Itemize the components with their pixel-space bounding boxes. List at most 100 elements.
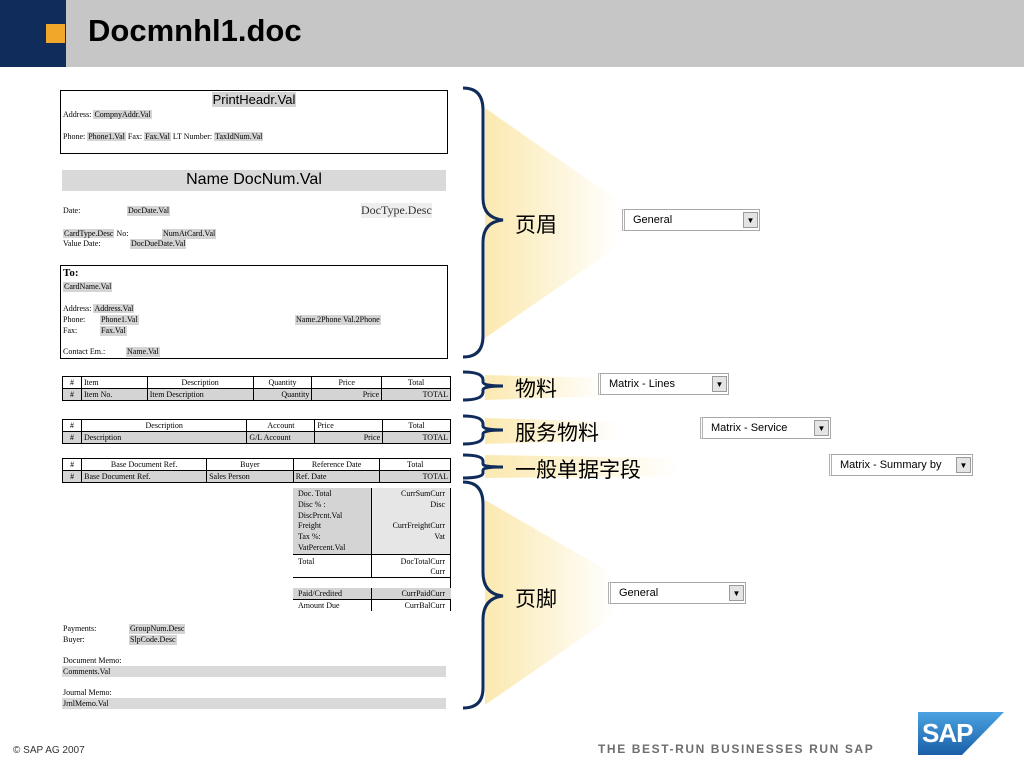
callout-graphics [462, 86, 680, 710]
doc-total-field: DocTotalCurr [400, 557, 445, 566]
section-label-footer: 页脚 [515, 587, 557, 611]
contact-field: Name.Val [126, 347, 160, 357]
summary-field-baseref: Base Document Ref. [81, 470, 208, 483]
tax-label: Tax %: [298, 532, 321, 541]
disc-field: Disc [430, 500, 445, 509]
chevron-down-icon[interactable]: ▼ [956, 457, 971, 473]
disc-prcnt-field: DiscPrcnt.Val [298, 511, 343, 520]
doc-total-curr-field: Curr [430, 567, 445, 576]
header-layout-dropdown[interactable]: General ▼ [622, 209, 760, 231]
service-dropdown-value: Matrix - Service [711, 422, 788, 434]
service-header-num: # [62, 419, 82, 432]
to-label: To: [63, 267, 79, 279]
items-layout-dropdown[interactable]: Matrix - Lines ▼ [598, 373, 729, 395]
paid-field: CurrPaidCurr [401, 589, 445, 598]
summary-header-refdate: Reference Date [292, 458, 381, 471]
chevron-down-icon[interactable]: ▼ [729, 585, 744, 601]
summary-header-num: # [61, 458, 83, 471]
summary-field-refdate: Ref. Date [292, 470, 381, 483]
service-header-description: Description [80, 419, 248, 432]
to-phone-label: Phone: [63, 315, 86, 324]
vat-percent-field: VatPercent.Val [298, 543, 346, 552]
items-field-quantity: Quantity [252, 388, 313, 401]
chevron-down-icon[interactable]: ▼ [743, 212, 758, 228]
to-phone-field: Phone1.Val [100, 315, 139, 325]
cardtype-line: CardType.Desc No: [63, 229, 129, 238]
date-label: Date: [63, 206, 81, 215]
slp-code-field: SlpCode.Desc [129, 635, 177, 645]
items-header-price: Price [311, 376, 383, 389]
print-header-field: PrintHeadr.Val [211, 92, 297, 107]
sap-tagline: THE BEST-RUN BUSINESSES RUN SAP [598, 742, 875, 756]
items-dropdown-value: Matrix - Lines [609, 378, 676, 390]
freight-field: CurrFreightCurr [392, 521, 445, 530]
journal-memo-field: JrnlMemo.Val [63, 699, 109, 708]
items-brace [462, 370, 504, 402]
to-fax-label: Fax: [63, 326, 78, 335]
to-fax-field: Fax.Val [100, 326, 127, 336]
sap-logo-shape [918, 712, 1004, 755]
service-field-num: # [62, 431, 82, 444]
items-field-price: Price [311, 388, 383, 401]
company-phone-line: Phone: Phone1.Val Fax: Fax.Val LT Number… [63, 132, 264, 141]
num-at-card-field: NumAtCard.Val [162, 229, 217, 239]
doc-date-field: DocDate.Val [127, 206, 171, 216]
chevron-down-icon[interactable]: ▼ [712, 376, 727, 392]
section-label-items: 物料 [515, 377, 557, 401]
service-matrix: # Description Account Price Total # Desc… [62, 419, 451, 444]
summary-layout-dropdown[interactable]: Matrix - Summary by ▼ [829, 454, 973, 476]
doc-type-field: DocType.Desc [361, 203, 432, 218]
amount-due-label: Amount Due [298, 601, 340, 610]
summary-dropdown-value: Matrix - Summary by [840, 459, 942, 471]
summary-brace [462, 453, 504, 480]
paid-label: Paid/Credited [298, 589, 342, 598]
due-date-field: DocDueDate.Val [130, 239, 187, 249]
summary-header-baseref: Base Document Ref. [81, 458, 208, 471]
page-title: Docmnhl1.doc [88, 13, 302, 48]
footer-wedge [485, 500, 615, 705]
footer-layout-dropdown[interactable]: General ▼ [608, 582, 746, 604]
buyer-label: Buyer: [63, 635, 85, 644]
doc-total-label: Doc. Total [298, 489, 332, 498]
header-dropdown-value: General [633, 214, 673, 226]
comments-field: Comments.Val [63, 667, 111, 676]
service-header-price: Price [314, 419, 384, 432]
items-header-num: # [62, 376, 82, 389]
service-field-description: Description [80, 431, 248, 444]
items-header-description: Description [146, 376, 254, 389]
service-header-account: Account [246, 419, 316, 432]
to-address-line: Address: Address.Val [63, 304, 135, 313]
items-header-total: Total [381, 376, 451, 389]
sap-logo: SAP [918, 712, 1004, 755]
section-label-summary: 一般单据字段 [515, 458, 641, 482]
items-header-item: Item [80, 376, 148, 389]
disc-label: Disc % : [298, 500, 326, 509]
company-address-line: Address: CompnyAddr.Val [63, 110, 152, 119]
footer-dropdown-value: General [619, 587, 659, 599]
summary-matrix: # Base Document Ref. Buyer Reference Dat… [61, 458, 451, 483]
footer-brace [462, 480, 504, 710]
journal-memo-label: Journal Memo: [63, 688, 112, 697]
sap-logo-text: SAP [922, 718, 973, 748]
totals-block: Doc. Total CurrSumCurr Disc % : Disc Dis… [293, 488, 451, 611]
freight-label: Freight [298, 521, 322, 530]
copyright-text: © SAP AG 2007 [13, 745, 85, 756]
service-header-total: Total [382, 419, 451, 432]
chevron-down-icon[interactable]: ▼ [814, 420, 829, 436]
service-field-account: G/L Account [246, 431, 316, 444]
cur-sum-field: CurrSumCurr [401, 489, 445, 498]
header-bar [0, 0, 1024, 67]
header-wedge [485, 108, 620, 338]
summary-header-buyer: Buyer [206, 458, 294, 471]
service-field-total: TOTAL [382, 431, 451, 444]
doc-memo-label: Document Memo: [63, 656, 122, 665]
docnum-bar [62, 170, 446, 191]
items-field-num: # [62, 388, 82, 401]
items-field-description: Item Description [146, 388, 254, 401]
items-field-item: Item No. [80, 388, 148, 401]
summary-header-total: Total [379, 458, 451, 471]
value-date-label: Value Date: [63, 239, 101, 248]
items-wedge [485, 375, 605, 400]
header-orange-square [46, 24, 65, 43]
service-layout-dropdown[interactable]: Matrix - Service ▼ [700, 417, 831, 439]
